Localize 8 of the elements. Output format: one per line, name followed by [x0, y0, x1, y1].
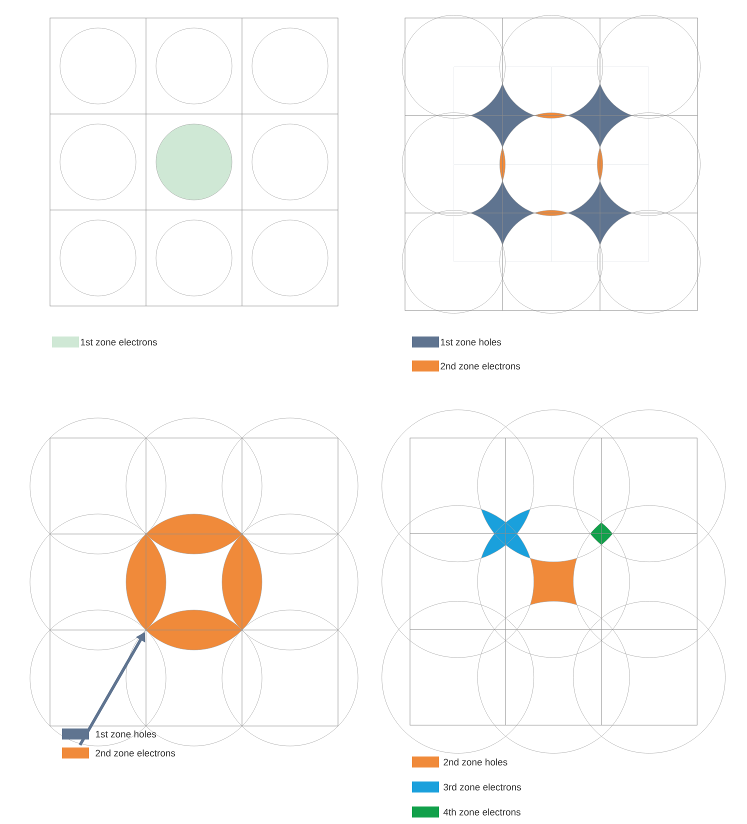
legend-label: 1st zone electrons: [80, 338, 157, 346]
legend-label: 2nd zone electrons: [96, 750, 176, 756]
legend-label: 2nd zone electrons: [440, 362, 520, 370]
legend-label: 3rd zone electrons: [444, 784, 521, 790]
legend-label: 1st zone holes: [96, 730, 156, 738]
legend-label: 1st zone holes: [440, 338, 502, 346]
legend-label: 4th zone electrons: [443, 808, 520, 816]
legend-label: 2nd zone holes: [444, 758, 508, 766]
